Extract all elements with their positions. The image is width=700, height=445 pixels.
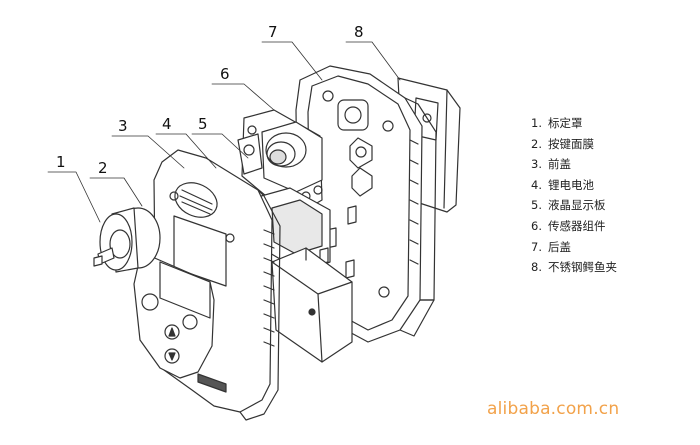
legend-label: 传感器组件 <box>548 218 606 233</box>
callout-3: 3 <box>118 117 128 135</box>
callout-4: 4 <box>162 115 172 133</box>
legend-item: 8.不锈钢鳄鱼夹 <box>531 260 617 275</box>
callout-8: 8 <box>354 23 364 41</box>
lithium-battery <box>271 247 353 363</box>
callout-7: 7 <box>268 23 278 41</box>
legend-label: 前盖 <box>548 157 571 172</box>
legend-item: 3.前盖 <box>531 157 571 172</box>
legend-item: 5.液晶显示板 <box>531 198 606 213</box>
callout-1: 1 <box>56 153 66 171</box>
calibration-cap <box>93 207 161 273</box>
callout-5: 5 <box>198 115 208 133</box>
watermark-text: alibaba.com.cn <box>487 399 620 419</box>
legend-item: 6.传感器组件 <box>531 218 606 233</box>
legend-item: 4.锂电电池 <box>531 177 594 192</box>
legend-item: 7.后盖 <box>531 239 571 254</box>
legend-label: 标定罩 <box>548 116 583 130</box>
legend-label: 按键面膜 <box>548 136 594 151</box>
sensor-assembly <box>237 109 323 215</box>
legend-label: 锂电电池 <box>548 177 594 192</box>
keypad-membrane <box>133 255 215 379</box>
legend-label: 液晶显示板 <box>548 198 606 213</box>
legend-item: 1.标定罩 <box>531 116 583 130</box>
legend-item: 2.按键面膜 <box>531 136 594 151</box>
leader-lines <box>47 41 401 223</box>
legend-label: 不锈钢鳄鱼夹 <box>548 260 617 275</box>
callout-6: 6 <box>220 65 230 83</box>
callout-2: 2 <box>98 159 108 177</box>
callout-numbers: 1 2 3 4 5 6 7 8 <box>56 23 364 177</box>
parts-legend: 1.标定罩 2.按键面膜 3.前盖 4.锂电电池 5.液晶显示板 6.传感器组件… <box>531 113 617 278</box>
legend-label: 后盖 <box>548 239 571 254</box>
